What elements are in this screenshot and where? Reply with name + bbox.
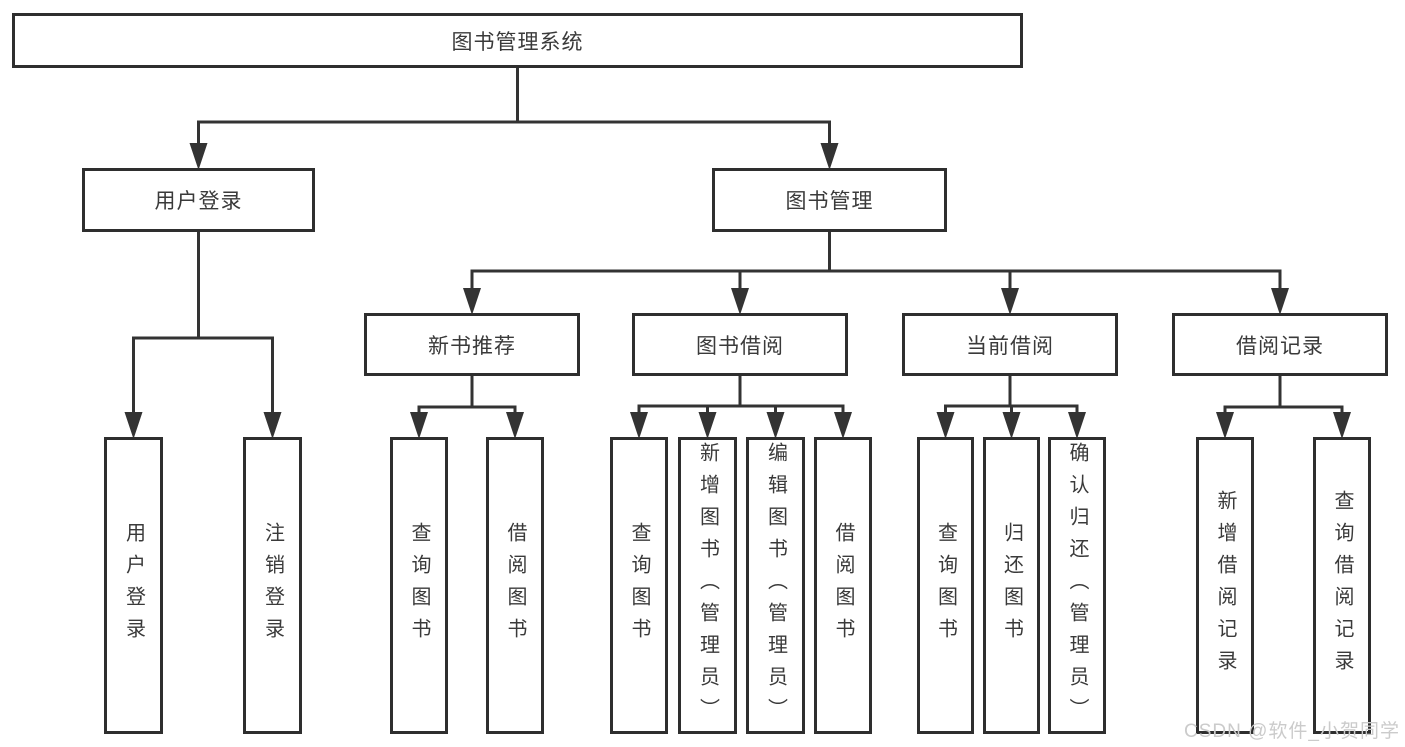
node-book-borrowing: 图书借阅 — [632, 313, 848, 376]
node-label: 编辑图书（管理员） — [764, 441, 787, 730]
node-leaf-borrow-books-borrowing: 借阅图书 — [814, 437, 872, 734]
node-label: 注销登录 — [261, 521, 284, 650]
arrowhead-down-icon — [463, 288, 481, 315]
arrowhead-down-icon — [1001, 288, 1019, 315]
arrowhead-down-icon — [263, 412, 282, 439]
node-label: 用户登录 — [122, 521, 145, 650]
node-label: 新书推荐 — [428, 334, 516, 358]
node-leaf-user-login: 用户登录 — [104, 437, 163, 734]
arrowhead-down-icon — [410, 412, 428, 439]
node-current-borrowing: 当前借阅 — [902, 313, 1118, 376]
node-label: 图书借阅 — [696, 334, 784, 358]
node-leaf-borrow-books-recommend: 借阅图书 — [486, 437, 544, 734]
arrowhead-down-icon — [630, 412, 648, 439]
node-leaf-logout: 注销登录 — [243, 437, 302, 734]
node-label: 当前借阅 — [966, 334, 1054, 358]
arrowhead-down-icon — [1271, 288, 1289, 315]
node-label: 借阅图书 — [832, 521, 854, 650]
node-book-management: 图书管理 — [712, 168, 947, 232]
node-label: 归还图书 — [1000, 521, 1023, 650]
arrowhead-down-icon — [124, 412, 143, 439]
arrowhead-down-icon — [1002, 412, 1021, 439]
node-label: 查询图书 — [934, 521, 957, 650]
arrowhead-down-icon — [698, 412, 717, 439]
node-leaf-query-books-current: 查询图书 — [917, 437, 974, 734]
node-leaf-add-borrow-record: 新增借阅记录 — [1196, 437, 1254, 734]
node-label: 用户登录 — [154, 190, 243, 213]
arrowhead-down-icon — [936, 412, 955, 439]
node-leaf-query-books-borrowing: 查询图书 — [610, 437, 668, 734]
node-leaf-confirm-return-admin: 确认归还（管理员） — [1048, 437, 1106, 734]
node-label: 图书管理系统 — [451, 30, 584, 54]
node-label: 查询图书 — [628, 521, 650, 650]
arrowhead-down-icon — [1216, 412, 1234, 439]
arrowhead-down-icon — [731, 288, 749, 315]
node-root: 图书管理系统 — [12, 13, 1023, 68]
node-leaf-query-borrow-record: 查询借阅记录 — [1313, 437, 1371, 734]
node-label: 图书管理 — [785, 190, 874, 213]
node-leaf-add-books-admin: 新增图书（管理员） — [678, 437, 737, 734]
node-user-login: 用户登录 — [82, 168, 315, 232]
arrowhead-down-icon — [189, 143, 208, 170]
node-label: 借阅图书 — [504, 521, 526, 650]
arrowhead-down-icon — [766, 412, 785, 439]
arrowhead-down-icon — [506, 412, 524, 439]
node-leaf-query-books-recommend: 查询图书 — [390, 437, 448, 734]
node-label: 查询图书 — [408, 521, 430, 650]
node-leaf-edit-books-admin: 编辑图书（管理员） — [746, 437, 805, 734]
csdn-watermark: CSDN @软件_小贺同学 — [1184, 721, 1400, 742]
arrowhead-down-icon — [1333, 412, 1351, 439]
node-label: 借阅记录 — [1236, 334, 1324, 358]
node-label: 确认归还（管理员） — [1066, 441, 1088, 730]
node-label: 新增图书（管理员） — [696, 441, 719, 730]
arrowhead-down-icon — [820, 143, 839, 170]
node-borrowing-records: 借阅记录 — [1172, 313, 1388, 376]
node-label: 查询借阅记录 — [1331, 489, 1353, 682]
arrowhead-down-icon — [1068, 412, 1086, 439]
node-label: 新增借阅记录 — [1214, 489, 1236, 682]
node-leaf-return-books: 归还图书 — [983, 437, 1040, 734]
arrowhead-down-icon — [834, 412, 852, 439]
node-new-book-recommend: 新书推荐 — [364, 313, 580, 376]
